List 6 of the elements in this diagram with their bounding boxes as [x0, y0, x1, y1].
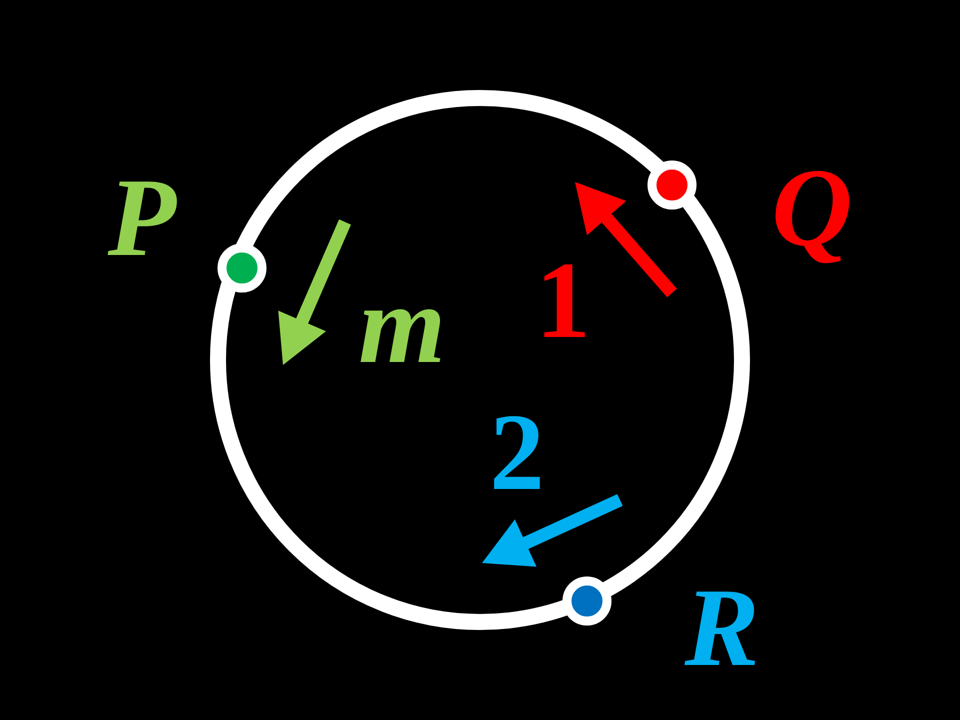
- mass-label: m: [358, 269, 446, 381]
- point-label: Q: [772, 152, 852, 264]
- point-label: R: [684, 572, 760, 684]
- point-label: P: [108, 162, 176, 274]
- number-label: 1: [536, 245, 590, 355]
- number-label: 2: [490, 397, 544, 507]
